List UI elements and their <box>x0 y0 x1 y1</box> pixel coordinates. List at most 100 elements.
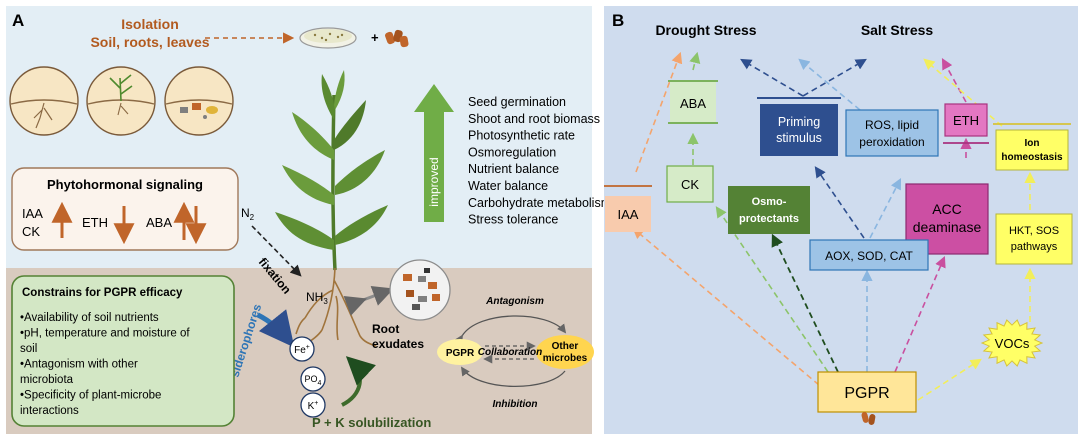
constraint-item: •Antagonism with other <box>20 359 138 371</box>
aox-box <box>809 239 929 271</box>
fixation-arrow <box>251 225 302 277</box>
constraints-list: •Availability of soil nutrients •pH, temp… <box>20 312 190 417</box>
improved-item: Seed germination <box>468 95 566 109</box>
improved-item: Water balance <box>468 179 548 193</box>
priming-label-1: Priming <box>778 115 820 129</box>
fe-ion-icon <box>289 336 315 362</box>
collaboration-label: Collaboration <box>478 347 542 358</box>
improved-item: Nutrient balance <box>468 162 559 176</box>
constraint-item: soil <box>20 343 37 355</box>
vocs-label: VOCs <box>995 336 1030 351</box>
aba-label: ABA <box>680 96 706 111</box>
hormone-ck: CK <box>22 224 40 239</box>
antagonism-arrow <box>454 315 567 345</box>
constraint-item: interactions <box>20 405 79 417</box>
eth-box <box>944 103 988 137</box>
pk-solubilization-label: P + K solubilization <box>312 415 431 430</box>
solubilization-arrow <box>341 356 376 407</box>
fe-label: Fe+ <box>294 344 310 356</box>
acc-label-1: ACC <box>932 201 962 217</box>
culture-sample-icon <box>164 66 234 136</box>
pgpr-main-label: PGPR <box>844 385 889 402</box>
vocs-burst-icon <box>980 319 1044 367</box>
inhibition-arrow <box>460 366 566 388</box>
ros-label-2: peroxidation <box>859 135 924 149</box>
aox-label: AOX, SOD, CAT <box>825 249 913 263</box>
ros-box <box>845 109 939 157</box>
plant-sample-icon <box>86 66 156 136</box>
panel-b-letter: B <box>612 11 624 30</box>
salt-stress-label: Salt Stress <box>861 22 934 38</box>
improved-item: Stress tolerance <box>468 213 558 227</box>
petri-dish-icon <box>299 27 357 49</box>
nh3-label: NH3 <box>306 290 328 306</box>
iaa-label: IAA <box>618 207 639 222</box>
plus-sign: + <box>371 30 379 45</box>
po4-label: PO4 <box>305 374 322 387</box>
isolation-title: Isolation <box>121 16 179 32</box>
acc-label-2: deaminase <box>913 219 982 235</box>
improved-label: improved <box>427 157 441 206</box>
other-microbes-label-2: microbes <box>543 353 588 364</box>
constraint-item: •Specificity of plant-microbe <box>20 390 161 402</box>
soil-sample-icon <box>9 66 79 136</box>
bacteria-icon <box>861 412 876 425</box>
exudate-exchange-arrow <box>343 285 394 316</box>
hkt-label-2: pathways <box>1011 241 1058 253</box>
isolation-subtitle: Soil, roots, leaves <box>90 34 209 50</box>
ion-label-2: homeostasis <box>1001 152 1063 163</box>
priming-box <box>760 104 838 156</box>
osmo-box <box>728 186 810 234</box>
siderophore-arrow <box>256 309 295 348</box>
constraint-item: •pH, temperature and moisture of <box>20 328 190 340</box>
ck-box <box>666 165 714 203</box>
ion-box <box>995 129 1069 171</box>
hormone-aba: ABA <box>146 215 172 230</box>
iaa-box <box>605 196 651 232</box>
pgpr-node <box>437 339 483 365</box>
pgpr-box <box>817 371 917 413</box>
root-exudates-label-2: exudates <box>372 337 424 351</box>
osmo-label-2: protectants <box>739 213 799 225</box>
constraints-title: Constrains for PGPR efficacy <box>22 287 183 299</box>
root-exudates-label-1: Root <box>372 322 399 336</box>
hkt-label-1: HKT, SOS <box>1009 225 1059 237</box>
microbe-cluster-icon <box>389 259 451 321</box>
panel-b-arrows <box>632 51 1036 401</box>
k-label: K+ <box>308 400 319 412</box>
constraints-box <box>11 275 235 427</box>
ros-label-1: ROS, lipid <box>865 118 919 132</box>
improved-item: Osmoregulation <box>468 145 556 159</box>
osmo-label-1: Osmo- <box>752 196 787 208</box>
bacteria-icon <box>385 29 409 48</box>
ck-label: CK <box>681 177 699 192</box>
improved-arrow <box>414 84 454 222</box>
n2-label: N2 <box>241 206 255 222</box>
eth-label: ETH <box>953 113 979 128</box>
improved-item: Carbohydrate metabolism <box>468 196 611 210</box>
pgpr-label: PGPR <box>446 348 475 359</box>
inhibition-label: Inhibition <box>493 399 538 410</box>
phosphate-ion-icon <box>300 366 326 392</box>
other-microbes-node <box>536 335 594 369</box>
panel-a-letter: A <box>12 11 24 30</box>
plant-icon <box>275 70 388 271</box>
phytohormonal-title: Phytohormonal signaling <box>47 177 203 192</box>
constraint-item: microbiota <box>20 374 74 386</box>
constraint-item: •Availability of soil nutrients <box>20 312 159 324</box>
antagonism-label: Antagonism <box>485 296 544 307</box>
ion-label-1: Ion <box>1025 138 1040 149</box>
improved-item: Shoot and root biomass <box>468 112 600 126</box>
potassium-ion-icon <box>300 392 326 418</box>
aba-box <box>670 82 716 122</box>
other-microbes-label-1: Other <box>552 341 579 352</box>
hkt-box <box>995 213 1073 265</box>
priming-label-2: stimulus <box>776 131 822 145</box>
improved-item: Photosynthetic rate <box>468 129 575 143</box>
drought-stress-label: Drought Stress <box>655 22 756 38</box>
hormone-iaa: IAA <box>22 206 43 221</box>
hormone-eth: ETH <box>82 215 108 230</box>
